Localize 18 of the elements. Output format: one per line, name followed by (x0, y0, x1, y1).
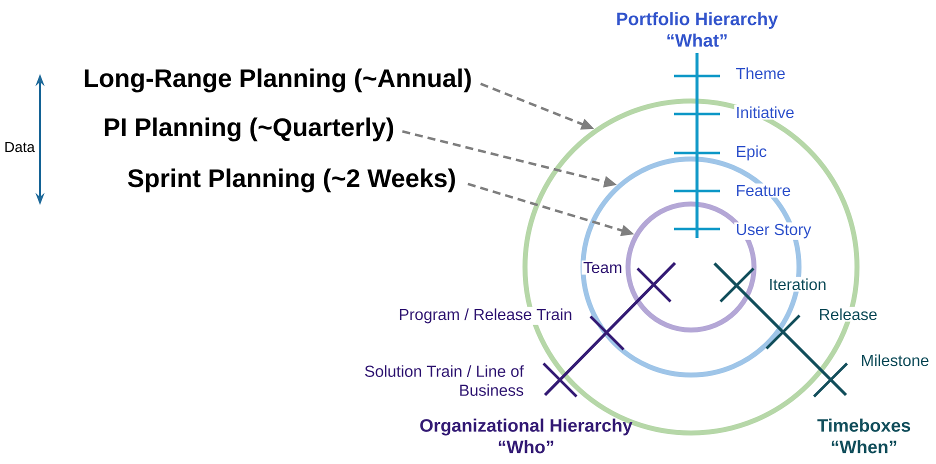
level-label: Release (817, 306, 879, 322)
planning-label: Long-Range Planning (~Annual) (84, 68, 471, 92)
level-label: Initiative (734, 104, 796, 120)
level-label: Iteration (767, 276, 828, 292)
level-label: Theme (734, 66, 787, 81)
level-label: Milestone (859, 352, 931, 368)
axis-heading: Portfolio Hierarchy “What” (617, 12, 778, 47)
planning-label: Sprint Planning (~2 Weeks) (128, 168, 455, 192)
level-label: Solution Train / Line of Business (365, 365, 524, 396)
level-label: Team (582, 260, 624, 275)
planning-label: PI Planning (~Quarterly) (104, 118, 394, 142)
level-label: Feature (734, 184, 792, 198)
axis-heading: Organizational Hierarchy “Who” (420, 418, 632, 454)
axis-heading: Timeboxes “When” (817, 418, 910, 454)
level-label: Program / Release Train (397, 306, 574, 325)
level-label: Epic (734, 144, 768, 162)
direction-label: Data (5, 142, 35, 152)
level-label: User Story (734, 222, 813, 240)
